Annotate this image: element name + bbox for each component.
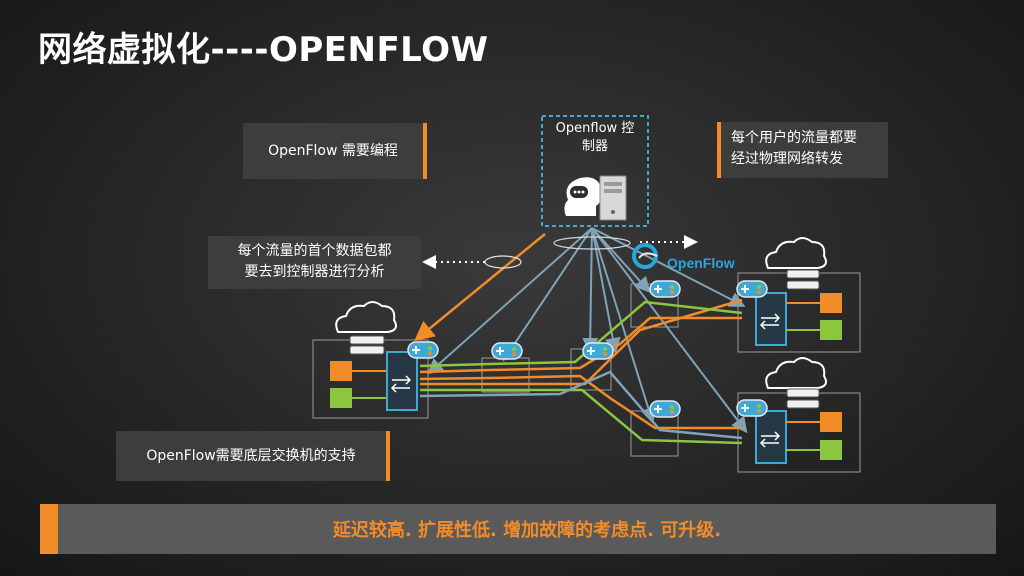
summary-text: 延迟较高. 扩展性低. 增加故障的考虑点. 可升级. bbox=[332, 520, 722, 541]
page-title: 网络虚拟化----OPENFLOW bbox=[38, 30, 489, 70]
callout-first-packet: 每个流量的首个数据包都 要去到控制器进行分析 bbox=[208, 236, 421, 289]
vm-orange bbox=[820, 293, 842, 313]
controller-label-line2: 制器 bbox=[581, 139, 608, 154]
gamepad-icon bbox=[491, 342, 523, 360]
server-icon bbox=[349, 335, 385, 345]
switch-icon bbox=[755, 292, 787, 346]
data-paths bbox=[419, 298, 743, 445]
control-lines bbox=[427, 227, 748, 434]
vm-green bbox=[820, 320, 842, 340]
openflow-logo-text: OpenFlow bbox=[667, 255, 735, 271]
callout-forwarding: 每个用户的流量都要 经过物理网络转发 bbox=[717, 122, 888, 178]
vm-orange bbox=[330, 361, 352, 381]
callout-forwarding-line1: 每个用户的流量都要 bbox=[731, 130, 857, 146]
controller-box bbox=[541, 115, 649, 227]
gamepad-icon bbox=[736, 280, 768, 298]
server-icon bbox=[786, 269, 820, 279]
controller-label: Openflow 控 制器 bbox=[543, 120, 647, 156]
switch-icon bbox=[755, 410, 787, 464]
gamepad-icon bbox=[736, 399, 768, 417]
server-icon bbox=[786, 388, 820, 398]
vm-orange bbox=[820, 412, 842, 432]
callout-first-packet-line1: 每个流量的首个数据包都 bbox=[237, 243, 392, 259]
callout-switch-support: OpenFlow需要底层交换机的支持 bbox=[116, 431, 390, 481]
callout-programming-text: OpenFlow 需要编程 bbox=[268, 142, 398, 159]
callout-first-packet-line2: 要去到控制器进行分析 bbox=[244, 264, 385, 280]
controller-server-icon bbox=[599, 175, 627, 221]
cloud-icon bbox=[765, 357, 827, 389]
gamepad-icon bbox=[407, 341, 439, 359]
switch-icon bbox=[386, 351, 418, 411]
person-icon bbox=[564, 177, 603, 216]
vm-green bbox=[820, 440, 842, 460]
controller-label-line1: Openflow 控 bbox=[555, 121, 635, 136]
callout-switch-support-text: OpenFlow需要底层交换机的支持 bbox=[146, 447, 356, 464]
vm-green bbox=[330, 388, 352, 408]
cloud-icon bbox=[765, 237, 827, 269]
callout-forwarding-line2: 经过物理网络转发 bbox=[731, 151, 843, 167]
first-packet-arrow bbox=[414, 233, 546, 342]
control-ellipse bbox=[553, 236, 631, 250]
gamepad-icon bbox=[649, 400, 681, 418]
gamepad-icon bbox=[649, 280, 681, 298]
cloud-icon bbox=[335, 301, 397, 333]
gamepad-icon bbox=[582, 342, 614, 360]
summary-bar: 延迟较高. 扩展性低. 增加故障的考虑点. 可升级. bbox=[40, 504, 996, 554]
openflow-logo-icon bbox=[632, 243, 658, 269]
callout-programming: OpenFlow 需要编程 bbox=[243, 123, 427, 179]
